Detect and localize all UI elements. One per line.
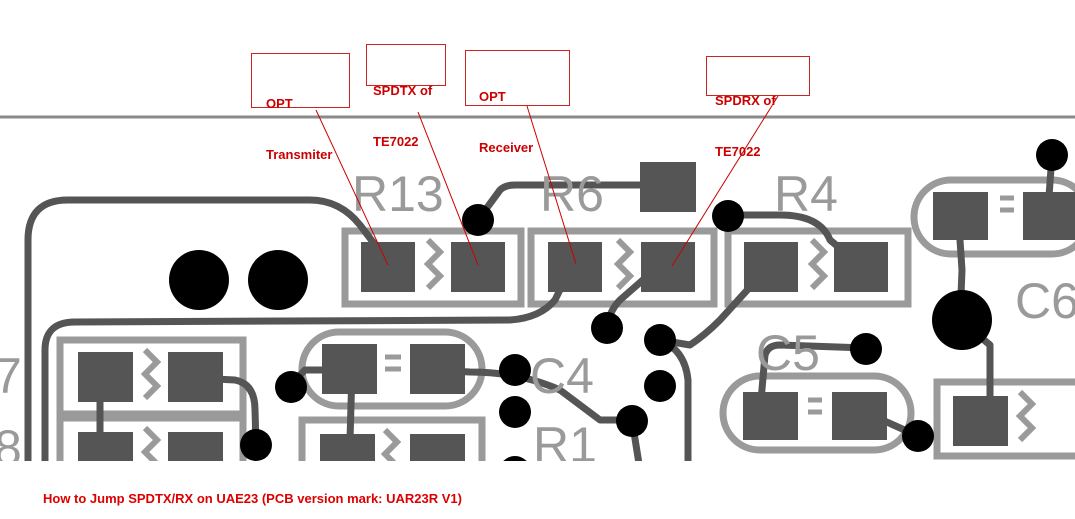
r6-outline: [527, 227, 718, 308]
left-pad-2: [168, 352, 223, 402]
callout-spdtx: SPDTX of TE7022: [366, 44, 446, 149]
leader-opt-receiver: [526, 105, 577, 265]
via: [591, 312, 623, 344]
callout-opt-receiver: OPT Receiver: [465, 50, 570, 155]
leader-spdtx: [417, 111, 479, 266]
r13-pad-1: [361, 242, 415, 292]
trace-inner-loop: [41, 261, 576, 461]
trace-vertical-mid: [656, 336, 692, 461]
label-c6: C6: [1015, 273, 1075, 329]
via: [712, 200, 744, 232]
via: [499, 354, 531, 386]
silkscreen-labels: R13 R6 R4 C6 C4 C5 R1 7 8: [0, 166, 1075, 476]
trace-r4-hook: [724, 211, 864, 269]
callout-text: SPDTX of: [373, 83, 433, 98]
r4-outline: [724, 227, 912, 308]
mid-pad-1: [320, 434, 375, 461]
label-8: 8: [0, 420, 22, 476]
leader-opt-transmitter: [315, 109, 389, 266]
via: [503, 456, 527, 461]
via: [902, 420, 934, 452]
callout-text: SPDRX of: [715, 93, 776, 108]
mounting-hole-1: [169, 250, 229, 310]
r-left-outline: [56, 336, 247, 418]
r4-pad-2: [834, 242, 888, 292]
c4-pad-1: [322, 344, 377, 394]
r6-pad-1: [548, 242, 602, 292]
c6-pad-2: [1023, 192, 1075, 240]
via: [616, 405, 648, 437]
via: [499, 396, 531, 428]
via: [275, 371, 307, 403]
pads: [78, 162, 1075, 461]
callout-opt-transmitter: OPT Transmiter: [251, 53, 350, 162]
trace-r-left-pin: [191, 374, 260, 449]
c6-outline: [910, 176, 1075, 258]
c5-pad-2: [832, 392, 887, 440]
trace-r4-down: [656, 261, 774, 349]
right-pad-1: [953, 396, 1008, 446]
trace-c5-hook: [756, 341, 870, 416]
mounting-hole-2: [248, 250, 308, 310]
callout-text: TE7022: [715, 144, 761, 159]
c6-pad-1: [933, 192, 988, 240]
leader-lines: [315, 95, 779, 267]
c4-pad-2: [410, 344, 465, 394]
caption: How to Jump SPDTX/RX on UAE23 (PCB versi…: [43, 491, 462, 506]
callout-text: Receiver: [479, 140, 534, 155]
label-c4: C4: [530, 348, 594, 404]
leader-spdrx: [671, 95, 779, 267]
resistor-zigzags: [140, 237, 1037, 461]
callout-spdrx: SPDRX of TE7022: [706, 56, 810, 159]
test-pad: [640, 162, 696, 212]
via: [1036, 139, 1068, 171]
r-right-outline: [933, 378, 1075, 460]
label-7: 7: [0, 348, 22, 404]
label-c5: C5: [756, 325, 820, 381]
via: [644, 324, 676, 356]
r4-pad-1: [744, 242, 798, 292]
r13-pad-2: [451, 242, 505, 292]
r6-pad-2: [641, 242, 695, 292]
label-r6: R6: [540, 166, 604, 222]
label-r13: R13: [352, 166, 444, 222]
capacitor-marks: [385, 195, 1014, 415]
via: [462, 204, 494, 236]
left-pad-4: [168, 432, 223, 461]
vias: [169, 139, 1068, 461]
r-mid-outline: [298, 416, 486, 461]
c5-outline: [719, 372, 915, 454]
c5-pad-1: [743, 392, 798, 440]
callout-text: Transmiter: [266, 147, 333, 162]
r13-outline: [341, 227, 525, 308]
via: [644, 370, 676, 402]
via: [240, 429, 272, 461]
silkscreen-outlines: [56, 176, 1075, 461]
label-r4: R4: [774, 166, 838, 222]
callout-text: OPT: [266, 96, 293, 111]
left-pad-1: [78, 352, 133, 402]
trace-left-loop: [24, 196, 392, 461]
left-pad-3: [78, 432, 133, 461]
via: [850, 333, 882, 365]
label-r1: R1: [533, 417, 597, 473]
callout-text: OPT: [479, 89, 506, 104]
trace-r13-to-r6: [474, 181, 664, 224]
callout-text: TE7022: [373, 134, 419, 149]
mid-pad-2: [410, 434, 465, 461]
via-large: [932, 290, 992, 350]
